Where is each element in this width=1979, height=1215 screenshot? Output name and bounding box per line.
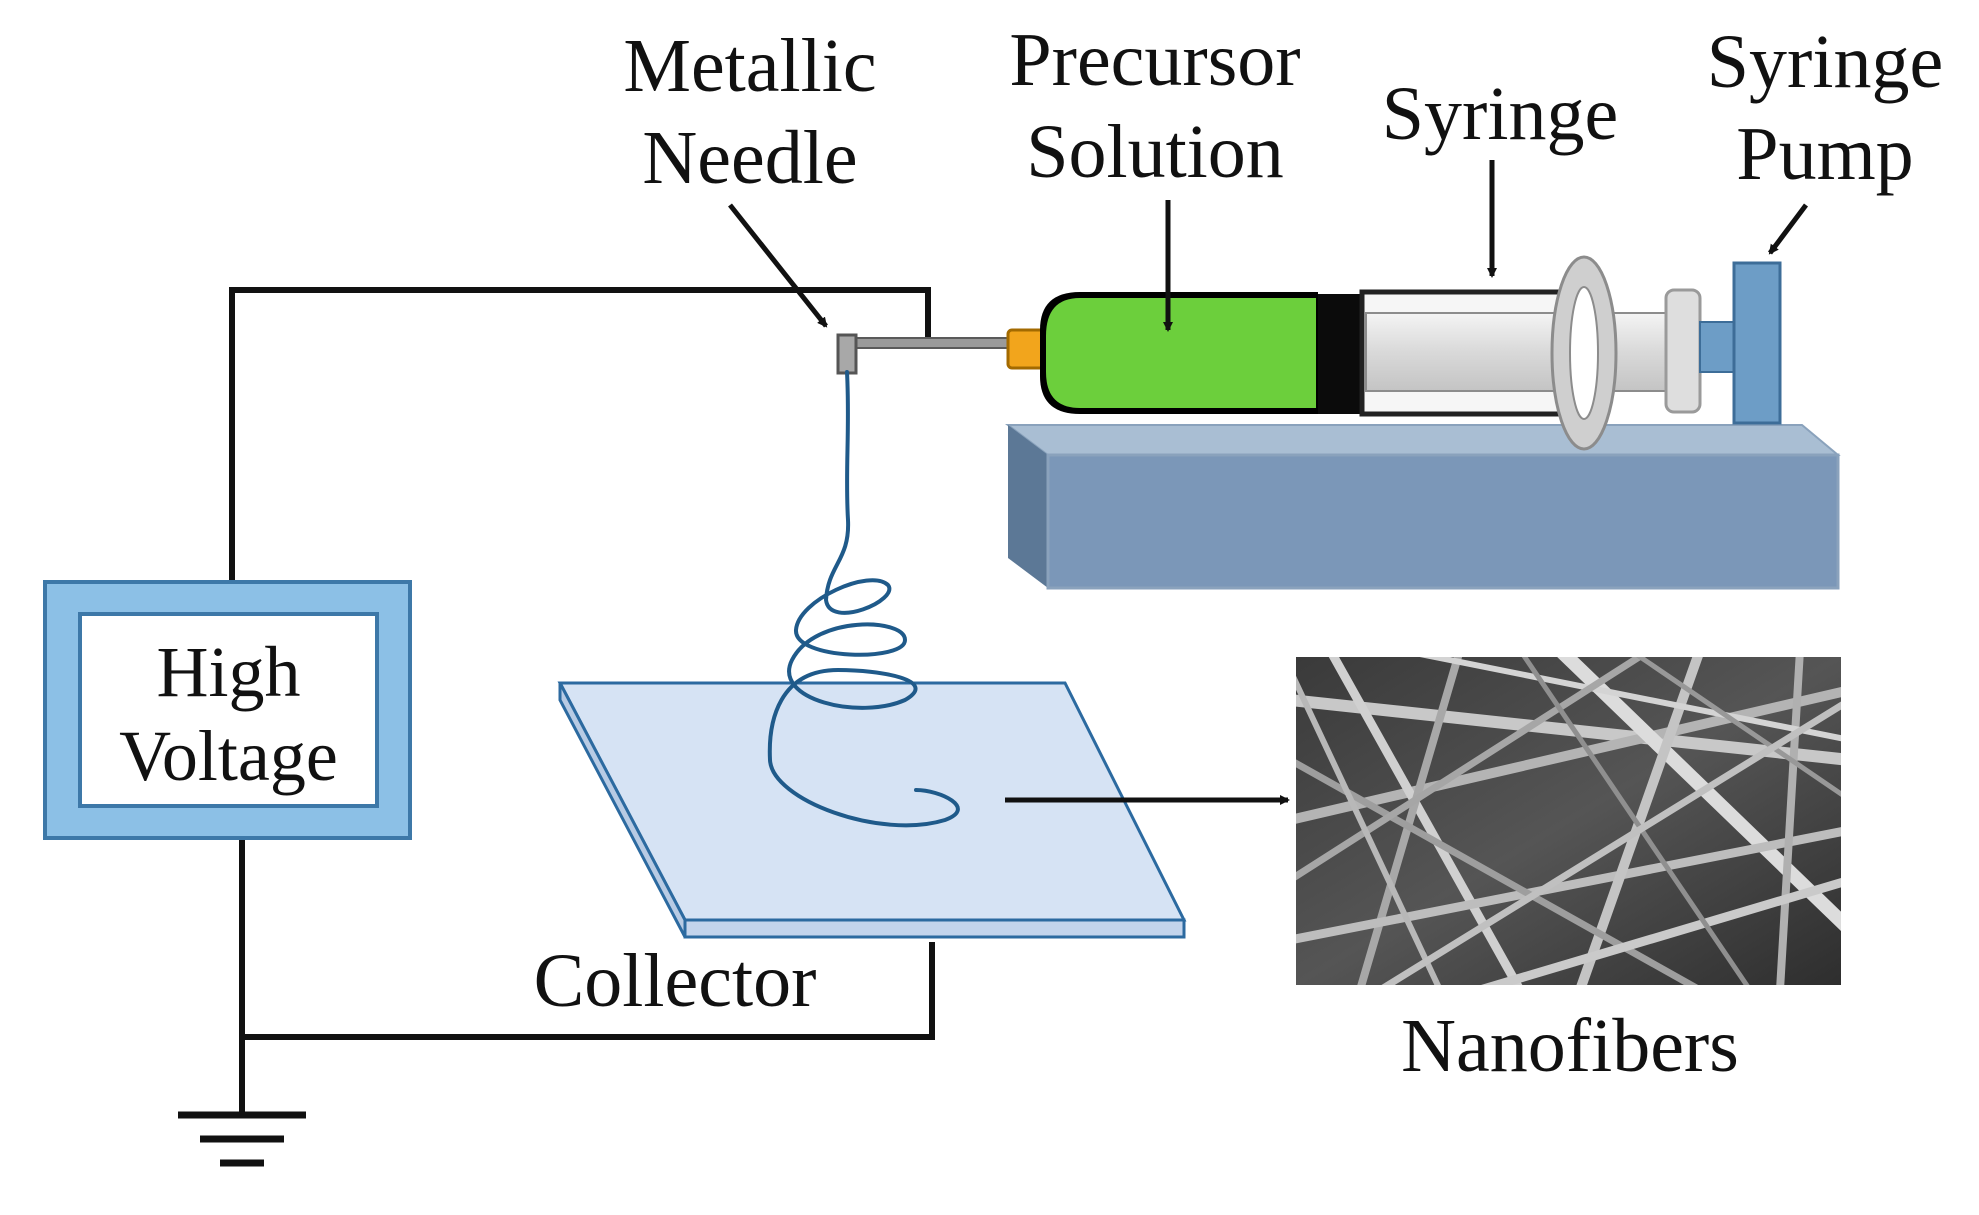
wire-hv-to-collector — [239, 840, 935, 1040]
label-precursor-solution: Precursor Solution — [960, 14, 1350, 198]
label-precursor-line1: Precursor — [1009, 18, 1301, 102]
high-voltage-supply — [43, 580, 412, 840]
syringe-icon — [1040, 255, 1702, 451]
label-metallic-needle-line1: Metallic — [623, 24, 877, 108]
label-syringe-pump: Syringe Pump — [1680, 16, 1970, 200]
label-metallic-needle-line2: Needle — [642, 116, 858, 200]
sem-fibers — [1296, 657, 1841, 985]
label-hv-line1: High — [156, 632, 301, 712]
needle-icon — [836, 328, 1046, 375]
label-collector: Collector — [533, 939, 817, 1023]
label-pump-line2: Pump — [1736, 112, 1914, 196]
ground-icon — [178, 1111, 306, 1167]
label-precursor-line2: Solution — [1026, 110, 1284, 194]
polymer-jet — [767, 370, 960, 828]
label-metallic-needle: Metallic Needle — [580, 20, 920, 204]
label-hv-line2: Voltage — [119, 716, 338, 796]
sem-image — [1296, 657, 1841, 985]
collector-plate — [557, 681, 1187, 939]
arrow-needle — [728, 203, 828, 328]
wire-hv-to-needle — [229, 287, 931, 582]
label-nanofibers: Nanofibers — [1401, 1004, 1739, 1088]
pointer-arrows — [728, 160, 1808, 805]
circuit-wires — [229, 287, 935, 1112]
pump-icon — [1699, 261, 1782, 425]
label-high-voltage: High Voltage — [82, 630, 375, 798]
pump-platform — [1005, 424, 1841, 590]
label-syringe: Syringe — [1381, 72, 1619, 156]
arrow-pump — [1768, 203, 1808, 255]
label-pump-line1: Syringe — [1706, 20, 1944, 104]
